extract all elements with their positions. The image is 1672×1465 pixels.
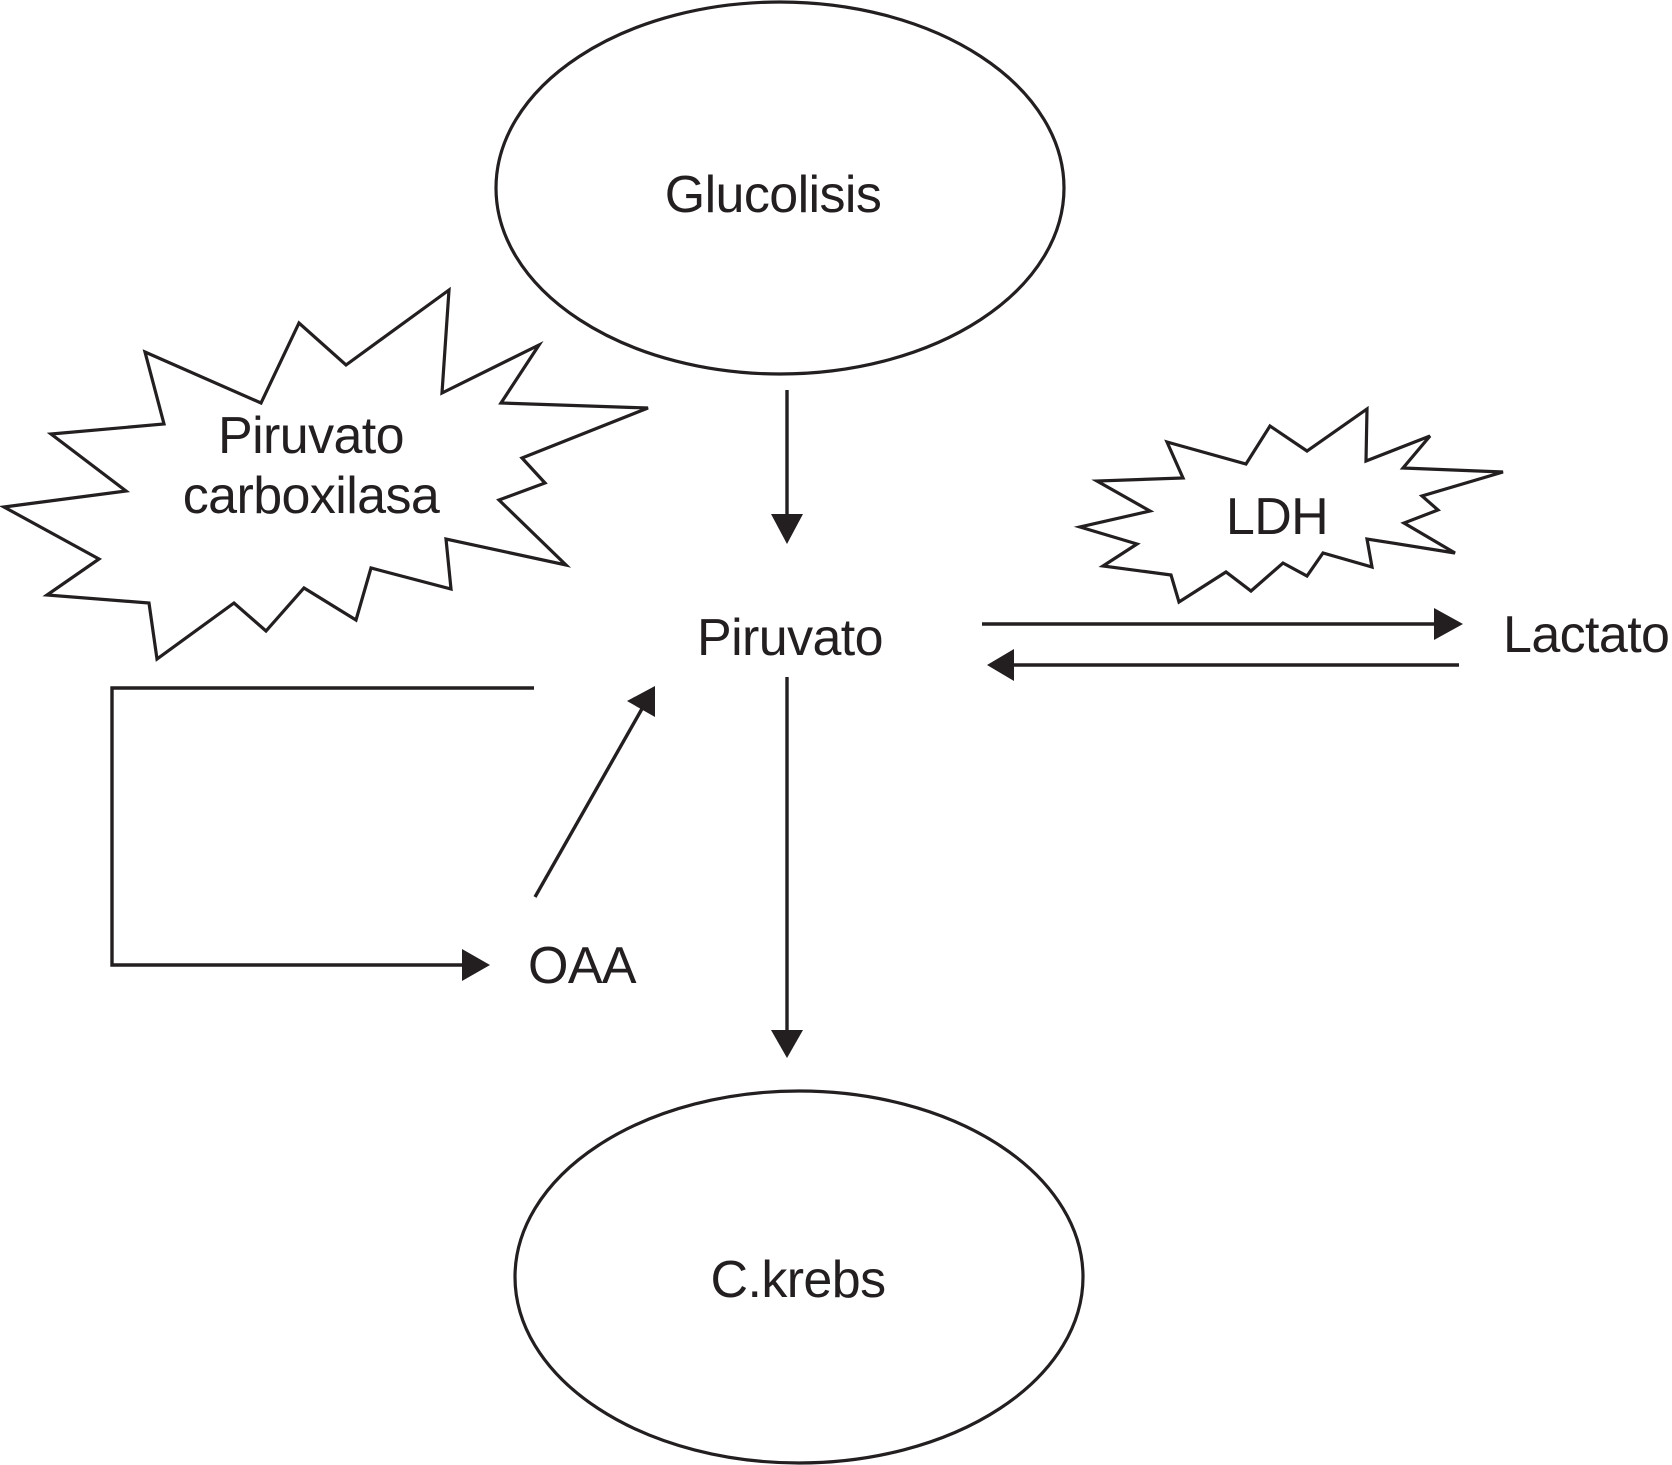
krebs-node: C.krebs <box>513 1089 1085 1465</box>
pyruvate-carboxylase-enzyme: Piruvato carboxilasa <box>0 286 649 662</box>
arrowhead-icon <box>771 514 803 544</box>
pyruvate-carboxylase-label-line2: carboxilasa <box>183 467 440 525</box>
starburst-icon <box>1073 405 1504 605</box>
arrowhead-icon <box>987 649 1014 681</box>
arrowhead-icon <box>462 949 490 981</box>
arrow-lactate-to-pyruvate <box>987 649 1459 681</box>
lactate-label: Lactato <box>1503 606 1669 664</box>
glycolysis-ellipse <box>494 0 1066 376</box>
bracket-connector <box>110 686 534 967</box>
ldh-label: LDH <box>1226 488 1328 546</box>
arrow-pyruvate-to-lactate <box>982 608 1463 640</box>
ldh-enzyme: LDH <box>1073 405 1504 605</box>
arrow-pyruvate-to-krebs <box>771 677 803 1058</box>
pyruvate-carboxylase-label-line1: Piruvato <box>218 407 404 465</box>
arrow-glycolysis-to-pyruvate <box>771 390 803 544</box>
krebs-ellipse <box>513 1089 1085 1465</box>
arrowhead-icon <box>1434 608 1463 640</box>
arrow-shaft <box>533 706 645 898</box>
arrowhead-icon <box>771 1030 803 1058</box>
oaa-label: OAA <box>528 937 637 995</box>
arrow-pyruvate-to-oaa <box>110 686 534 981</box>
arrowhead-icon <box>627 686 655 717</box>
glycolysis-label: Glucolisis <box>665 166 882 224</box>
pyruvate-label: Piruvato <box>697 609 883 667</box>
glycolysis-node: Glucolisis <box>494 0 1066 376</box>
krebs-label: C.krebs <box>711 1251 886 1309</box>
starburst-icon <box>0 286 649 662</box>
arrow-oaa-to-pyruvate <box>533 686 655 898</box>
